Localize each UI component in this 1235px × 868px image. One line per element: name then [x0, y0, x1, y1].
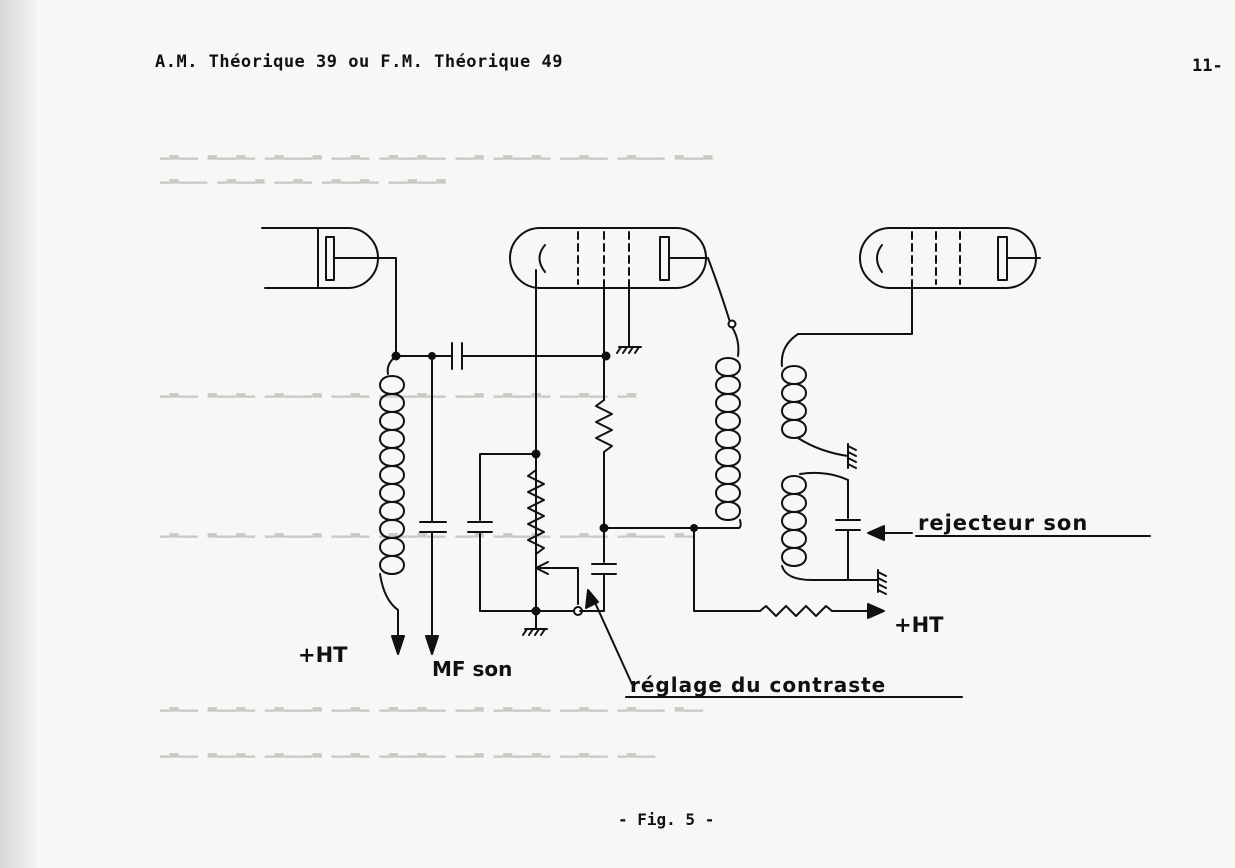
- ht-arrow-right: [867, 603, 885, 619]
- ht-left-label: +HT: [298, 643, 348, 667]
- mf-son-label: MF son: [432, 657, 512, 681]
- plate-inductor: [715, 326, 742, 529]
- wiper-arrow: [535, 561, 549, 575]
- bleed-through-line: ▁▂▁▁ ▂▁▁▂▁ ▁▂▁▁▁▂ ▁▁▂▁ ▁▂▁▁▂▁▁ ▁▁▂ ▁▂▁▁▂…: [160, 142, 713, 160]
- ht-arrow-left: [391, 635, 405, 655]
- output-pentode-tube: [859, 227, 1041, 289]
- ground-symbol: [522, 628, 548, 636]
- contrast-pointer-arrow: [585, 589, 599, 609]
- cathode-capacitor: [467, 521, 493, 533]
- page-edge-shadow: [0, 0, 36, 868]
- mf-capacitor: [419, 521, 447, 533]
- rejecteur-son-label: rejecteur son: [918, 511, 1088, 535]
- bleed-through-line: ▁▂▁▁ ▂▁▁▂▁ ▁▂▁▁▁▂ ▁▁▂▁ ▁▂▁▁▂▁▁ ▁▁▂ ▁▂▁▁▂…: [160, 520, 694, 538]
- rejector-pointer-arrow: [867, 525, 885, 541]
- ground-symbol: [847, 443, 857, 469]
- coupling-capacitor: [451, 342, 463, 370]
- page-header-title: A.M. Théorique 39 ou F.M. Théorique 49: [155, 52, 563, 72]
- ht-right-label: +HT: [894, 613, 944, 637]
- bleed-through-line: ▁▂▁▁▁ ▁▂▁▁▂ ▁▁▂▁ ▁▂▁▁▂▁ ▁▁▂▁▁▂: [160, 166, 446, 184]
- bleed-through-line: ▁▂▁▁ ▂▁▁▂▁ ▁▂▁▁▁▂ ▁▁▂▁ ▁▂▁▁▂▁▁ ▁▁▂ ▁▂▁▁▂…: [160, 740, 656, 758]
- grid-inductor: [781, 365, 849, 457]
- junction-dot: [690, 524, 698, 532]
- video-pentode-tube: [509, 227, 707, 289]
- reglage-contraste-label: réglage du contraste: [630, 673, 886, 697]
- bleed-through-line: ▁▂▁▁ ▂▁▁▂▁ ▁▂▁▁▁▂ ▁▁▂▁ ▁▂▁▁▂▁▁ ▁▁▂ ▁▂▁▁▂…: [160, 380, 637, 398]
- sound-rejector-coil: [781, 471, 879, 581]
- load-resistor: [759, 605, 833, 617]
- screen-resistor: [595, 399, 613, 453]
- bleed-through-line: ▁▂▁▁ ▂▁▁▂▁ ▁▂▁▁▁▂ ▁▁▂▁ ▁▂▁▁▂▁▁ ▁▁▂ ▁▂▁▁▂…: [160, 694, 704, 712]
- ground-symbol: [616, 346, 642, 354]
- page-number: 11-: [1192, 56, 1223, 76]
- figure-caption: - Fig. 5 -: [618, 810, 715, 829]
- left-inductor: [379, 355, 405, 639]
- ground-symbol: [877, 569, 887, 595]
- contrast-potentiometer: [527, 469, 545, 555]
- mf-son-arrow: [425, 635, 439, 655]
- diode-tube: [261, 227, 397, 357]
- decoupling-capacitor: [591, 563, 617, 575]
